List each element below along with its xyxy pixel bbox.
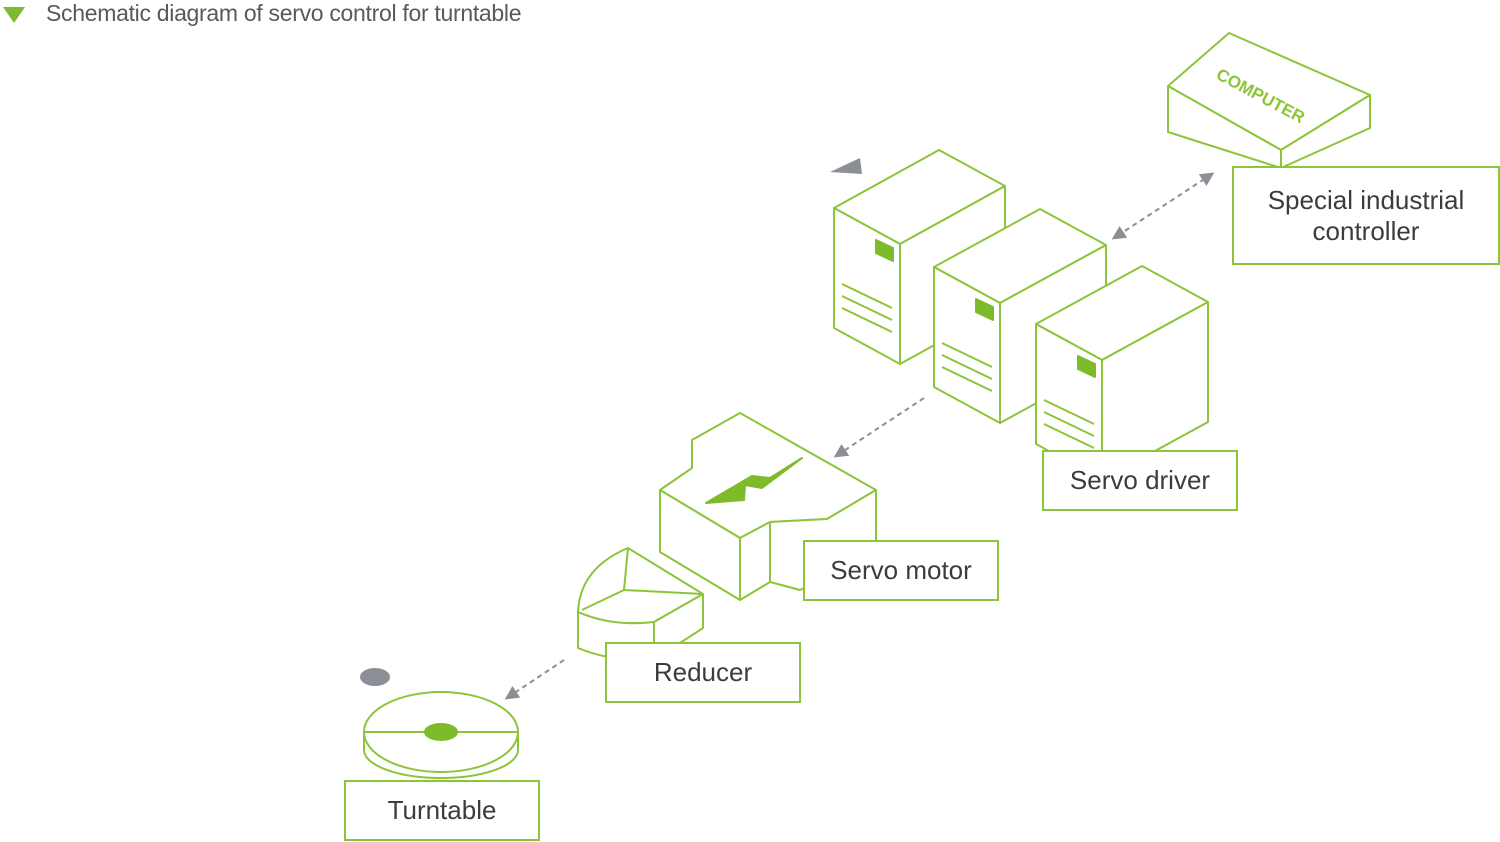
triangle-bullet-icon	[3, 7, 25, 23]
reducer-label: Reducer	[605, 642, 801, 703]
lightning-icon	[705, 457, 803, 504]
gray-pointer-icon	[830, 158, 862, 174]
turntable-label: Turntable	[344, 780, 540, 841]
controller-label: Special industrial controller	[1232, 166, 1500, 265]
arrow-driver-motor	[833, 397, 925, 458]
servo-motor-label-text: Servo motor	[830, 555, 972, 585]
arrow-controller-driver	[1111, 172, 1215, 240]
servo-driver-label-text: Servo driver	[1069, 465, 1211, 495]
arrow-reducer-turntable	[504, 659, 565, 700]
servo-motor-label: Servo motor	[803, 540, 999, 601]
diagram-title: Schematic diagram of servo control for t…	[46, 0, 522, 26]
turntable-label-text: Turntable	[387, 795, 497, 825]
computer-icon: COMPUTER	[1167, 32, 1371, 169]
turntable-icon	[363, 691, 519, 779]
server-tower-icon	[1035, 265, 1209, 481]
server-tower-icon	[833, 149, 1006, 365]
gray-dot-icon	[360, 668, 390, 686]
servo-driver-label: Servo driver	[1042, 450, 1238, 511]
controller-label-line1: Special industrial	[1267, 184, 1465, 215]
reducer-label-text: Reducer	[653, 657, 753, 687]
controller-label-line2: controller	[1312, 215, 1420, 246]
